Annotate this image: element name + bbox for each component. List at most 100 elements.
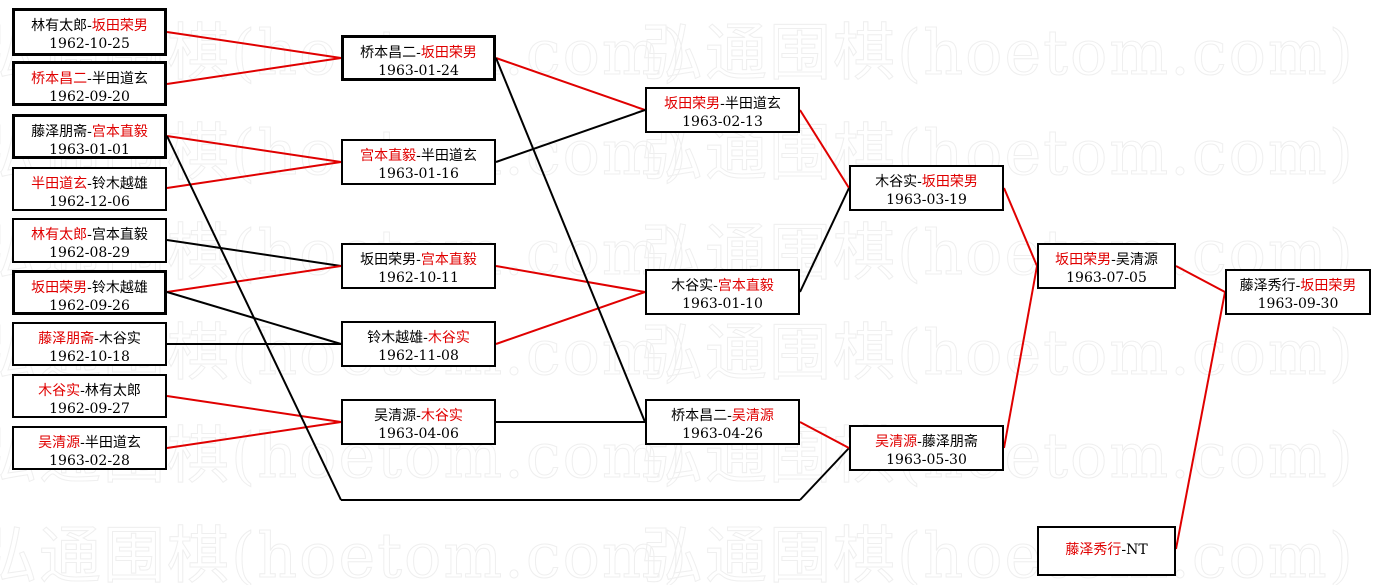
player-one: 林有太郎 [31, 227, 88, 243]
match-date: 1962-09-26 [49, 298, 130, 314]
match-date: 1963-01-10 [682, 296, 763, 312]
match-players: 藤泽秀行-NT [1065, 542, 1148, 558]
advance-line [166, 31, 342, 59]
player-one: 坂田荣男 [360, 252, 417, 268]
player-two: 宫本直毅 [91, 227, 148, 243]
match-players: 木谷实-林有太郎 [38, 383, 141, 399]
match-date: 1962-11-08 [378, 348, 459, 364]
player-two: 半田道玄 [91, 71, 148, 87]
player-two: 宫本直毅 [717, 278, 774, 294]
match-box-r1_6: 坂田荣男-铃木越雄 1962-09-26 [12, 270, 167, 315]
bracket-line [799, 187, 850, 293]
match-players: 藤泽朋斋-木谷实 [38, 331, 141, 347]
match-players: 坂田荣男-宫本直毅 [360, 252, 477, 268]
advance-line [166, 135, 342, 163]
match-players: 藤泽朋斋-宫本直毅 [31, 124, 148, 140]
match-date: 1962-10-25 [49, 36, 130, 52]
match-box-r4_1: 木谷实-坂田荣男 1963-03-19 [849, 165, 1004, 211]
match-date: 1962-08-29 [49, 245, 130, 261]
match-players: 木谷实-坂田荣男 [875, 174, 978, 190]
match-date: 1963-03-19 [886, 192, 967, 208]
match-box-r3_1: 坂田荣男-半田道玄 1963-02-13 [645, 87, 800, 133]
advance-line [1003, 187, 1038, 267]
player-one: 半田道玄 [31, 176, 88, 192]
player-two: 木谷实 [98, 331, 141, 347]
player-two: 宫本直毅 [91, 124, 148, 140]
match-players: 铃木越雄-木谷实 [367, 330, 470, 346]
match-date: 1962-12-06 [49, 194, 130, 210]
player-one: 吴清源 [875, 434, 918, 450]
advance-line [799, 109, 850, 189]
match-box-r1_9: 吴清源-半田道玄 1963-02-28 [12, 426, 167, 470]
bracket-line [166, 239, 342, 267]
match-players: 木谷实-宫本直毅 [671, 278, 774, 294]
match-box-r1_2: 桥本昌二-半田道玄 1962-09-20 [12, 61, 167, 106]
player-two: 铃木越雄 [91, 176, 148, 192]
match-players: 坂田荣男-铃木越雄 [31, 280, 148, 296]
player-one: 宫本直毅 [360, 148, 417, 164]
player-two: 坂田荣男 [921, 174, 978, 190]
advance-line [1175, 265, 1226, 293]
match-players: 吴清源-半田道玄 [38, 435, 141, 451]
match-players: 坂田荣男-吴清源 [1055, 252, 1158, 268]
match-players: 坂田荣男-半田道玄 [664, 96, 781, 112]
advance-line [166, 161, 342, 189]
player-one: 木谷实 [875, 174, 918, 190]
match-date: 1963-01-01 [49, 142, 130, 158]
match-box-r2_4: 铃木越雄-木谷实 1962-11-08 [341, 321, 496, 367]
advance-line [166, 421, 342, 449]
bracket-line [495, 57, 646, 423]
player-two: 坂田荣男 [91, 18, 148, 34]
match-players: 半田道玄-铃木越雄 [31, 176, 148, 192]
match-date: 1963-09-30 [1257, 296, 1339, 312]
match-players: 吴清源-藤泽朋斋 [875, 434, 978, 450]
player-two: 铃木越雄 [91, 280, 148, 296]
player-two: 林有太郎 [84, 383, 141, 399]
match-date: 1963-02-28 [49, 453, 130, 469]
match-players: 宫本直毅-半田道玄 [360, 148, 477, 164]
player-one: 木谷实 [38, 383, 81, 399]
player-two: NT [1126, 542, 1148, 558]
match-date: 1962-09-20 [49, 89, 130, 105]
advance-line [799, 421, 850, 449]
player-one: 坂田荣男 [664, 96, 721, 112]
player-two: 吴清源 [731, 408, 774, 424]
player-one: 坂田荣男 [1055, 252, 1112, 268]
match-box-r1_4: 半田道玄-铃木越雄 1962-12-06 [12, 167, 167, 211]
match-date: 1963-02-13 [682, 114, 763, 130]
match-date: 1963-04-06 [378, 426, 459, 442]
bracket-line [495, 109, 646, 163]
match-players: 桥本昌二-半田道玄 [31, 71, 148, 87]
player-one: 藤泽秀行 [1239, 278, 1296, 294]
match-box-r3_2: 木谷实-宫本直毅 1963-01-10 [645, 269, 800, 315]
player-two: 木谷实 [427, 330, 470, 346]
player-two: 藤泽朋斋 [921, 434, 978, 450]
advance-line [495, 291, 646, 345]
match-players: 吴清源-木谷实 [374, 408, 463, 424]
advance-line [495, 57, 646, 111]
player-two: 宫本直毅 [420, 252, 477, 268]
match-box-r1_1: 林有太郎-坂田荣男 1962-10-25 [12, 8, 167, 56]
player-two: 木谷实 [420, 408, 463, 424]
advance-line [166, 57, 342, 85]
match-date: 1963-01-24 [378, 63, 459, 79]
match-box-r5_2: 藤泽秀行-NT [1037, 526, 1176, 576]
player-one: 桥本昌二 [360, 45, 417, 61]
player-two: 坂田荣男 [1300, 278, 1357, 294]
match-box-r2_5: 吴清源-木谷实 1963-04-06 [341, 399, 496, 445]
match-players: 林有太郎-坂田荣男 [31, 18, 148, 34]
match-players: 林有太郎-宫本直毅 [31, 227, 148, 243]
advance-line [495, 265, 646, 293]
player-one: 藤泽朋斋 [31, 124, 88, 140]
match-date: 1963-01-16 [378, 166, 459, 182]
match-date: 1963-04-26 [682, 426, 763, 442]
player-two: 半田道玄 [84, 435, 141, 451]
player-two: 吴清源 [1115, 252, 1158, 268]
advance-line [166, 265, 342, 293]
match-box-r1_3: 藤泽朋斋-宫本直毅 1963-01-01 [12, 114, 167, 159]
